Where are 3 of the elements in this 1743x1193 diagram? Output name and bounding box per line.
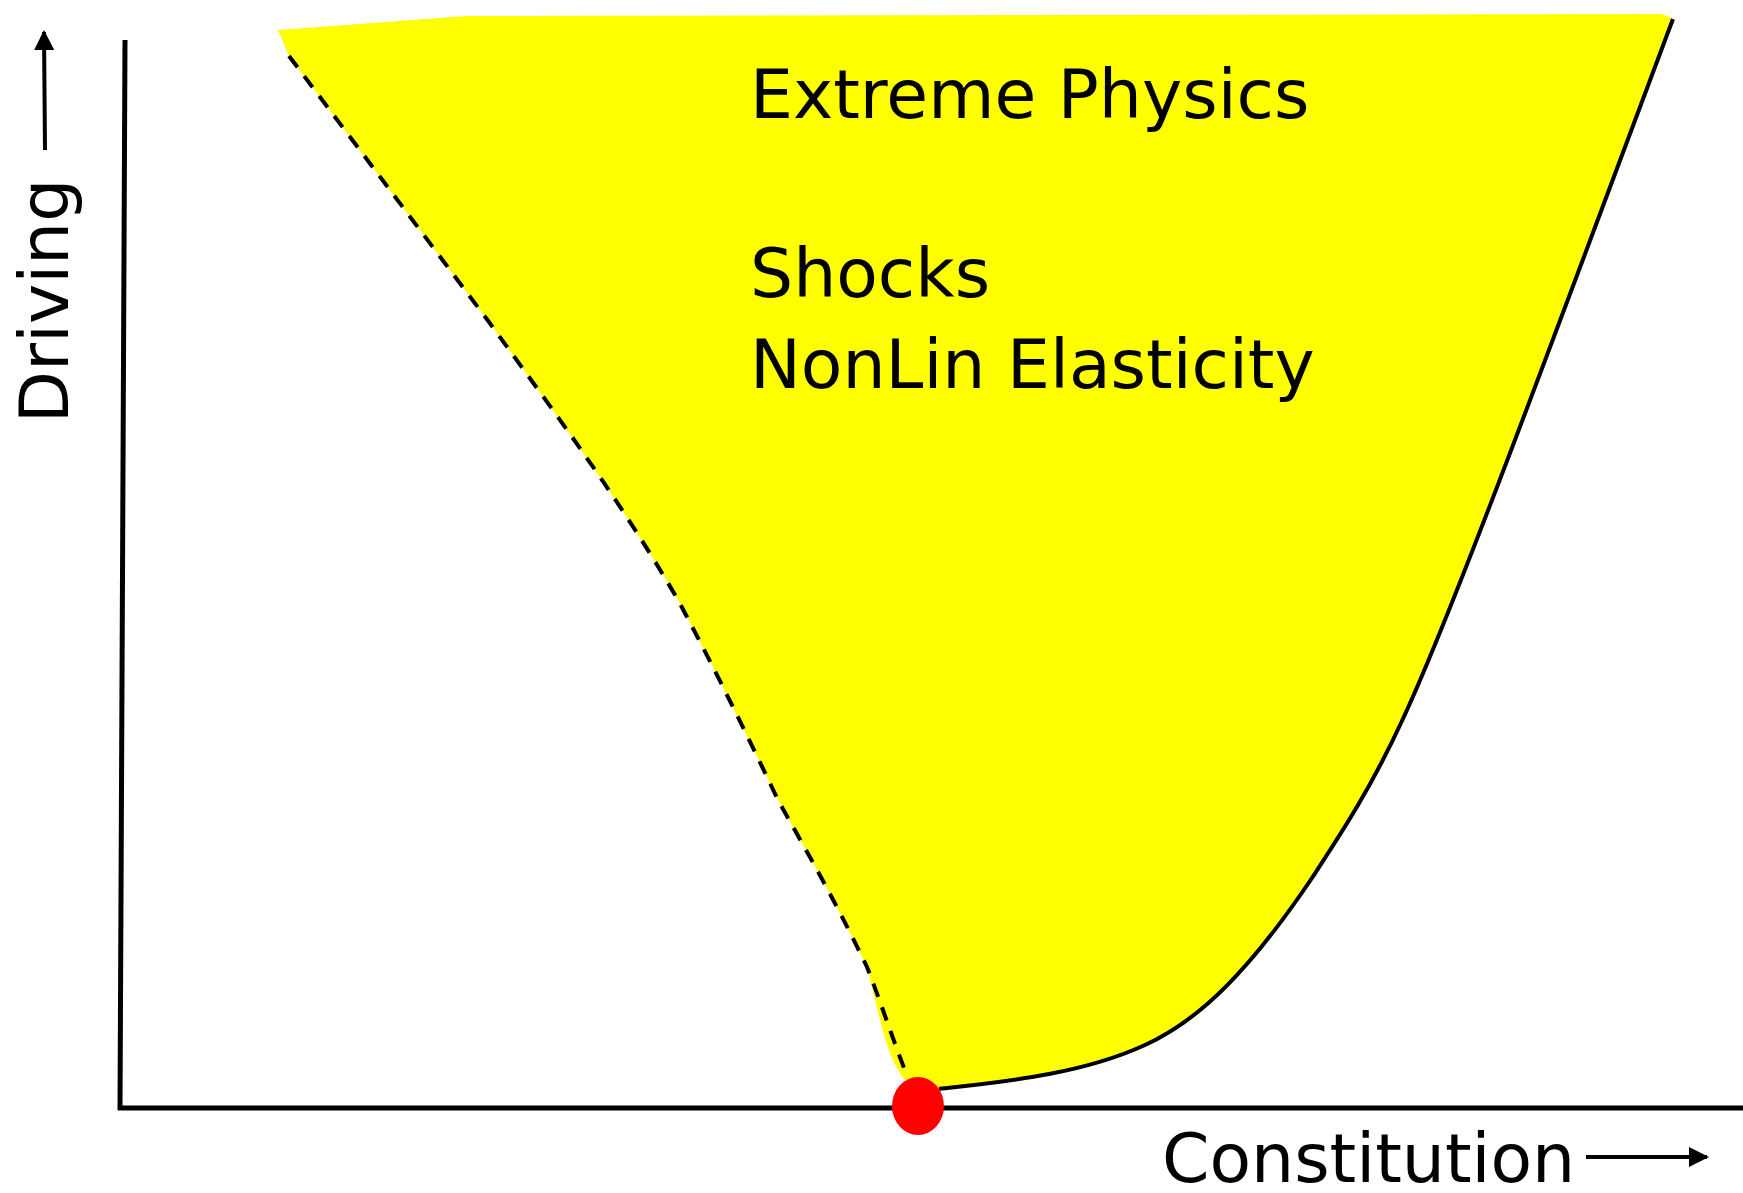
point-marker [892,1077,944,1135]
axis-label: Constitution [1162,1125,1576,1193]
region-label: Shocks [750,240,991,308]
